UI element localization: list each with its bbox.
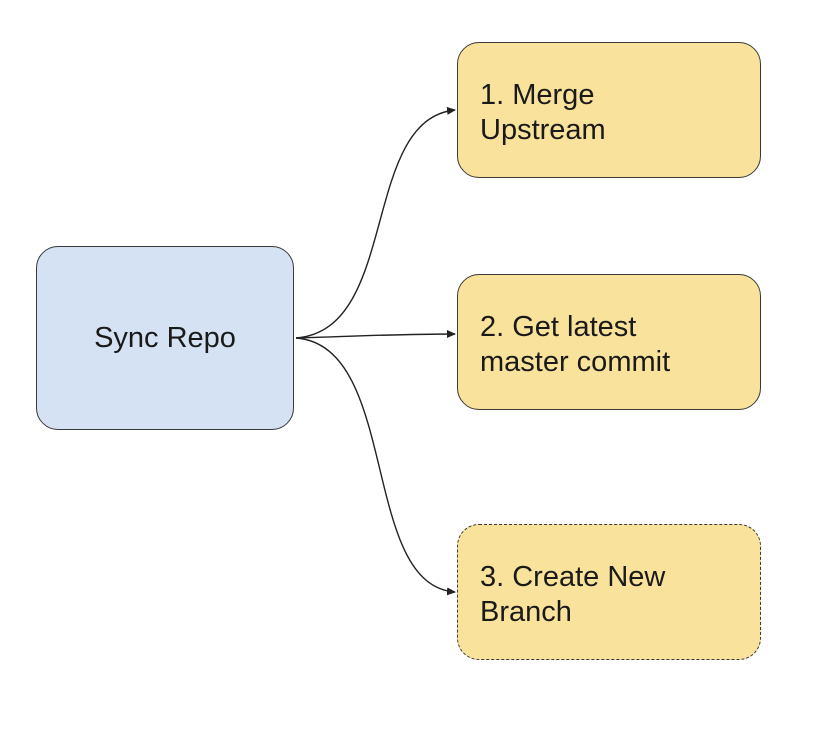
step-2-label-line-1: 2. Get latest <box>480 311 637 343</box>
step-create-new-branch-node: 3. Create New Branch <box>457 524 761 660</box>
step-2-label-line-2: master commit <box>480 346 671 378</box>
step-get-latest-master-commit-node: 2. Get latest master commit <box>457 274 761 410</box>
step-1-label-line-1: 1. Merge <box>480 79 595 111</box>
sync-repo-node: Sync Repo <box>36 246 294 430</box>
connector-to-step-2 <box>295 330 456 339</box>
step-1-label-line-2: Upstream <box>480 114 606 146</box>
step-3-label-line-2: Branch <box>480 596 572 628</box>
sync-repo-label: Sync Repo <box>94 321 236 354</box>
step-3-label-line-1: 3. Create New <box>480 561 666 593</box>
step-merge-upstream-node: 1. Merge Upstream <box>457 42 761 178</box>
connector-to-step-1 <box>295 106 456 339</box>
connector-to-step-3 <box>295 337 456 596</box>
